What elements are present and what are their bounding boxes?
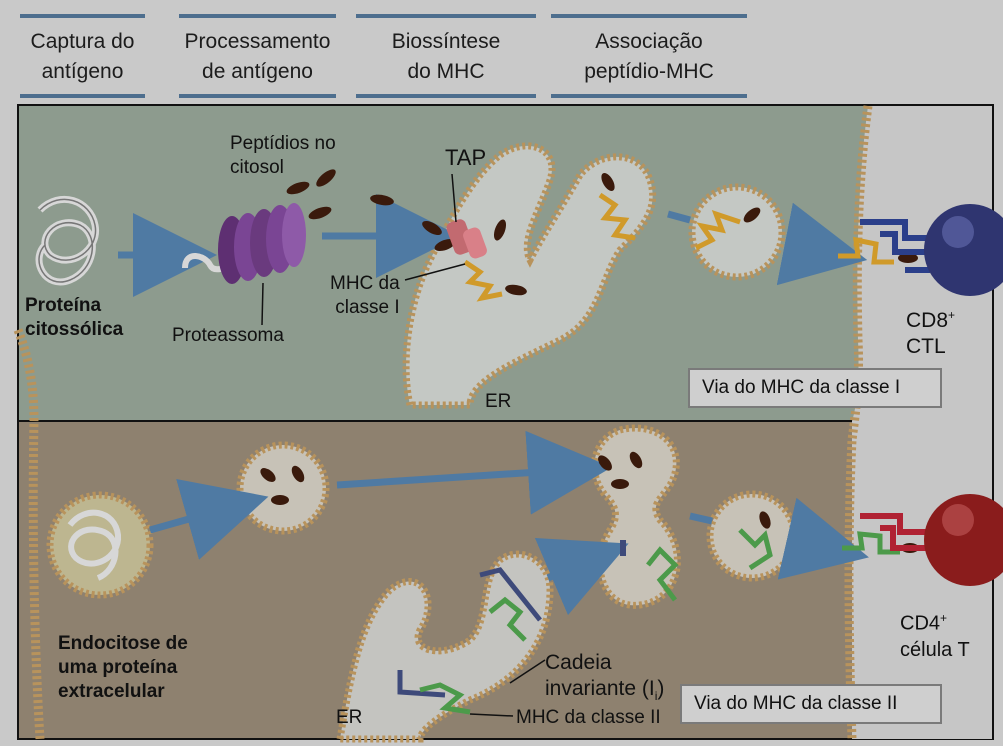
mhc2-leader bbox=[469, 713, 514, 717]
label-cd8-ctl: CD8+ CTL bbox=[906, 308, 956, 358]
tcr-class-1-icon bbox=[860, 219, 930, 273]
tap-icon bbox=[446, 219, 487, 259]
invariant-leader bbox=[509, 659, 546, 684]
arrow-4 bbox=[776, 202, 868, 286]
arrow-7 bbox=[534, 537, 629, 616]
arrow-5 bbox=[149, 478, 269, 560]
label-invariant-chain: Cadeia invariante (Ii) bbox=[545, 651, 665, 704]
label-mhc-class-2: MHC da classe II bbox=[516, 707, 661, 728]
loaded-peptides-icon bbox=[601, 172, 918, 263]
endocytic-vesicle bbox=[236, 441, 330, 535]
cell-membrane-left bbox=[13, 328, 45, 740]
label-er-class-2: ER bbox=[336, 707, 363, 728]
er-class-2 bbox=[335, 550, 554, 743]
proteasome-leader bbox=[261, 282, 264, 326]
pathway-label-class-1: Via do MHC da classe I bbox=[688, 368, 942, 408]
label-tap: TAP bbox=[445, 145, 487, 170]
er-class-1 bbox=[402, 142, 657, 409]
label-proteasome: Proteassoma bbox=[172, 325, 284, 346]
mhc1-leader bbox=[404, 263, 466, 281]
proteasome-icon bbox=[182, 203, 306, 284]
arrow-6 bbox=[336, 430, 612, 515]
endosome-protein-icon bbox=[67, 509, 122, 581]
peptides-icon bbox=[286, 169, 527, 296]
mhc-class-1-icon bbox=[463, 192, 894, 302]
arrow-9 bbox=[777, 497, 869, 580]
mhc-class-2-icon bbox=[419, 528, 900, 715]
tap-leader bbox=[451, 173, 457, 223]
cytosolic-protein-icon bbox=[35, 195, 99, 286]
label-er-class-1: ER bbox=[485, 391, 512, 412]
pathway-label-class-2: Via do MHC da classe II bbox=[680, 684, 942, 724]
arrow-3 bbox=[667, 210, 691, 224]
tcr-class-2-icon bbox=[860, 513, 930, 551]
invariant-chain-icon bbox=[397, 540, 626, 698]
label-cd4-t-cell: CD4+ célula T bbox=[900, 611, 970, 661]
arrow-8 bbox=[689, 512, 713, 525]
